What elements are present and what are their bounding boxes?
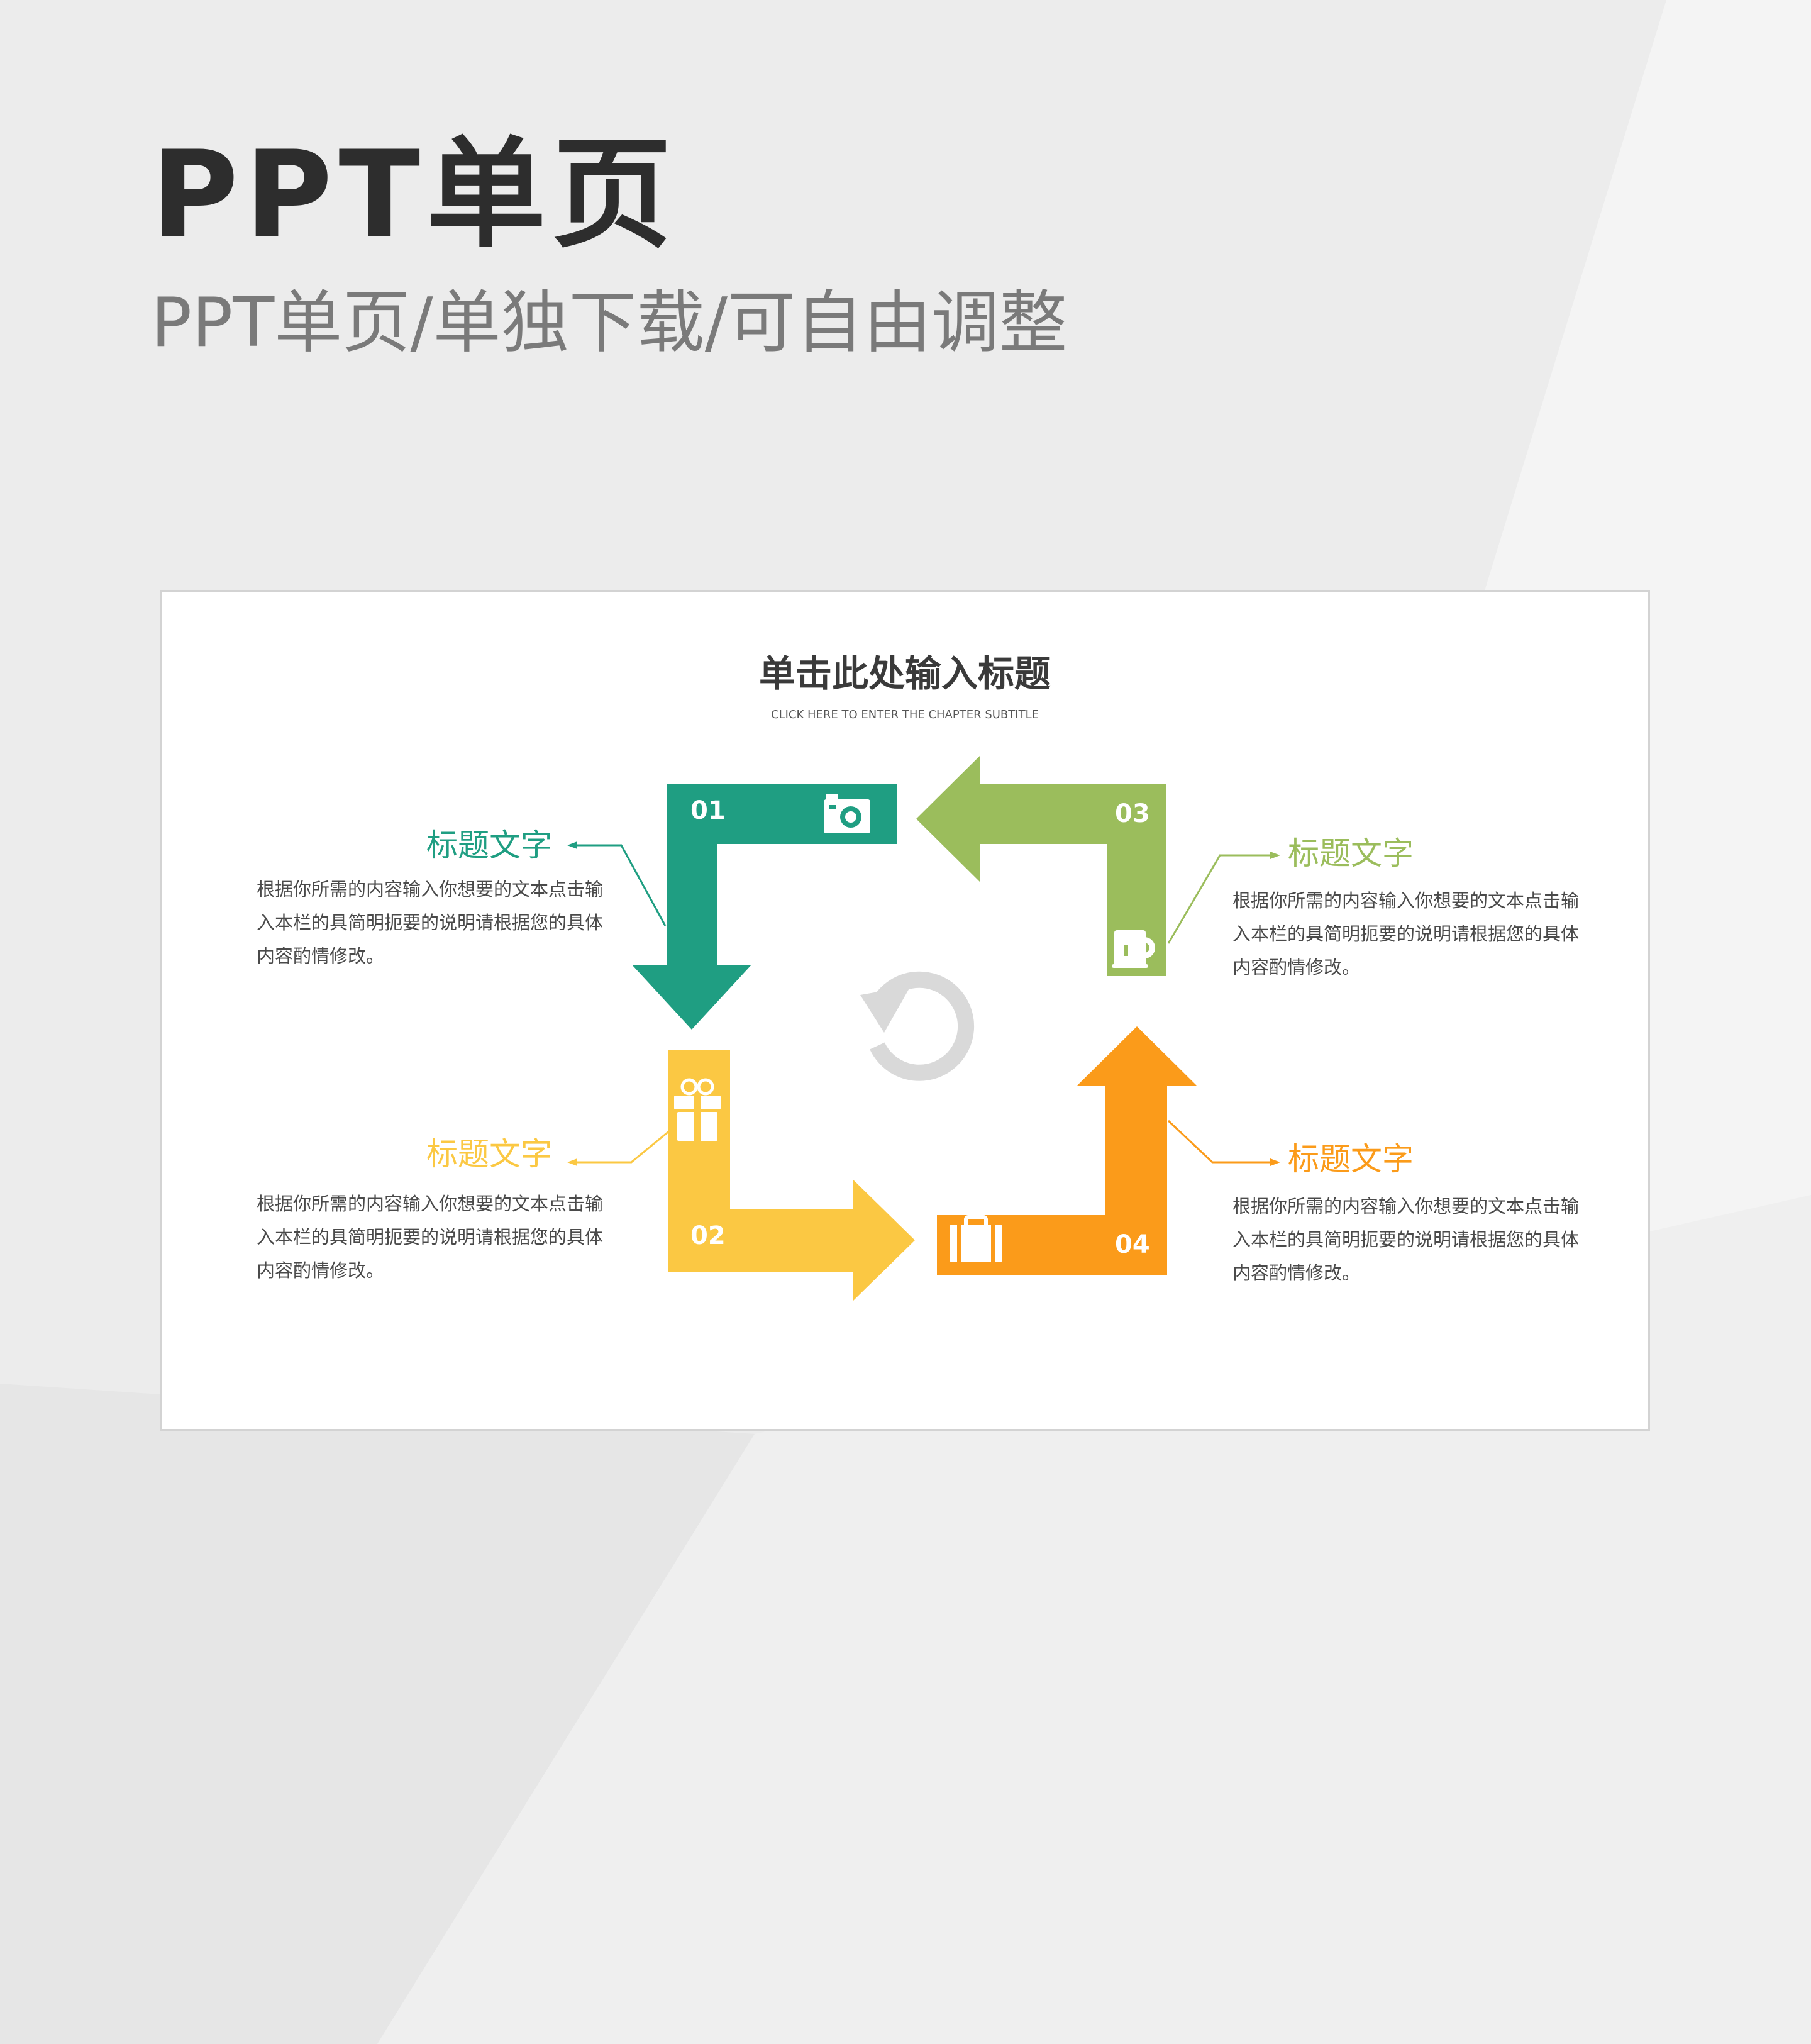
gift-icon (674, 1078, 721, 1141)
arrow-step-3[interactable] (916, 756, 1166, 976)
arrow-step-2[interactable] (668, 1050, 915, 1301)
slide-subtitle[interactable]: CLICK HERE TO ENTER THE CHAPTER SUBTITLE (771, 708, 1039, 721)
step-3-number: 03 (1115, 799, 1150, 828)
slide-title[interactable]: 单击此处输入标题 (758, 652, 1051, 695)
connector-step-4 (1167, 1119, 1280, 1166)
cup-icon (1112, 930, 1155, 968)
step-1-description[interactable]: 根据你所需的内容输入你想要的文本点击输入本栏的具简明扼要的说明请根据您的具体内容… (257, 879, 604, 967)
slide-preview: 单击此处输入标题 CLICK HERE TO ENTER THE CHAPTER… (160, 590, 1650, 1431)
step-2-description[interactable]: 根据你所需的内容输入你想要的文本点击输入本栏的具简明扼要的说明请根据您的具体内容… (257, 1193, 604, 1281)
refresh-cycle-icon (860, 971, 975, 1081)
connector-step-2 (567, 1129, 671, 1166)
page-subtitle: PPT单页/单独下载/可自由调整 (151, 284, 1067, 362)
step-2-number: 02 (690, 1221, 726, 1250)
connector-step-3 (1167, 852, 1280, 944)
step-4-description[interactable]: 根据你所需的内容输入你想要的文本点击输入本栏的具简明扼要的说明请根据您的具体内容… (1232, 1196, 1580, 1284)
cycle-diagram: 01 03 02 04 (567, 756, 1280, 1301)
arrow-step-1[interactable] (632, 784, 897, 1030)
connector-step-1 (567, 841, 667, 926)
briefcase-icon (950, 1215, 1002, 1262)
camera-icon (824, 794, 870, 833)
arrow-step-4[interactable] (937, 1026, 1197, 1275)
step-4-title[interactable]: 标题文字 (1288, 1141, 1414, 1177)
step-1-title[interactable]: 标题文字 (426, 827, 552, 864)
page-title: PPT单页 (151, 125, 678, 264)
step-1-number: 01 (690, 796, 726, 825)
step-4-number: 04 (1115, 1230, 1150, 1259)
step-3-title[interactable]: 标题文字 (1288, 835, 1414, 872)
step-3-description[interactable]: 根据你所需的内容输入你想要的文本点击输入本栏的具简明扼要的说明请根据您的具体内容… (1232, 890, 1580, 978)
step-2-title[interactable]: 标题文字 (426, 1136, 552, 1172)
